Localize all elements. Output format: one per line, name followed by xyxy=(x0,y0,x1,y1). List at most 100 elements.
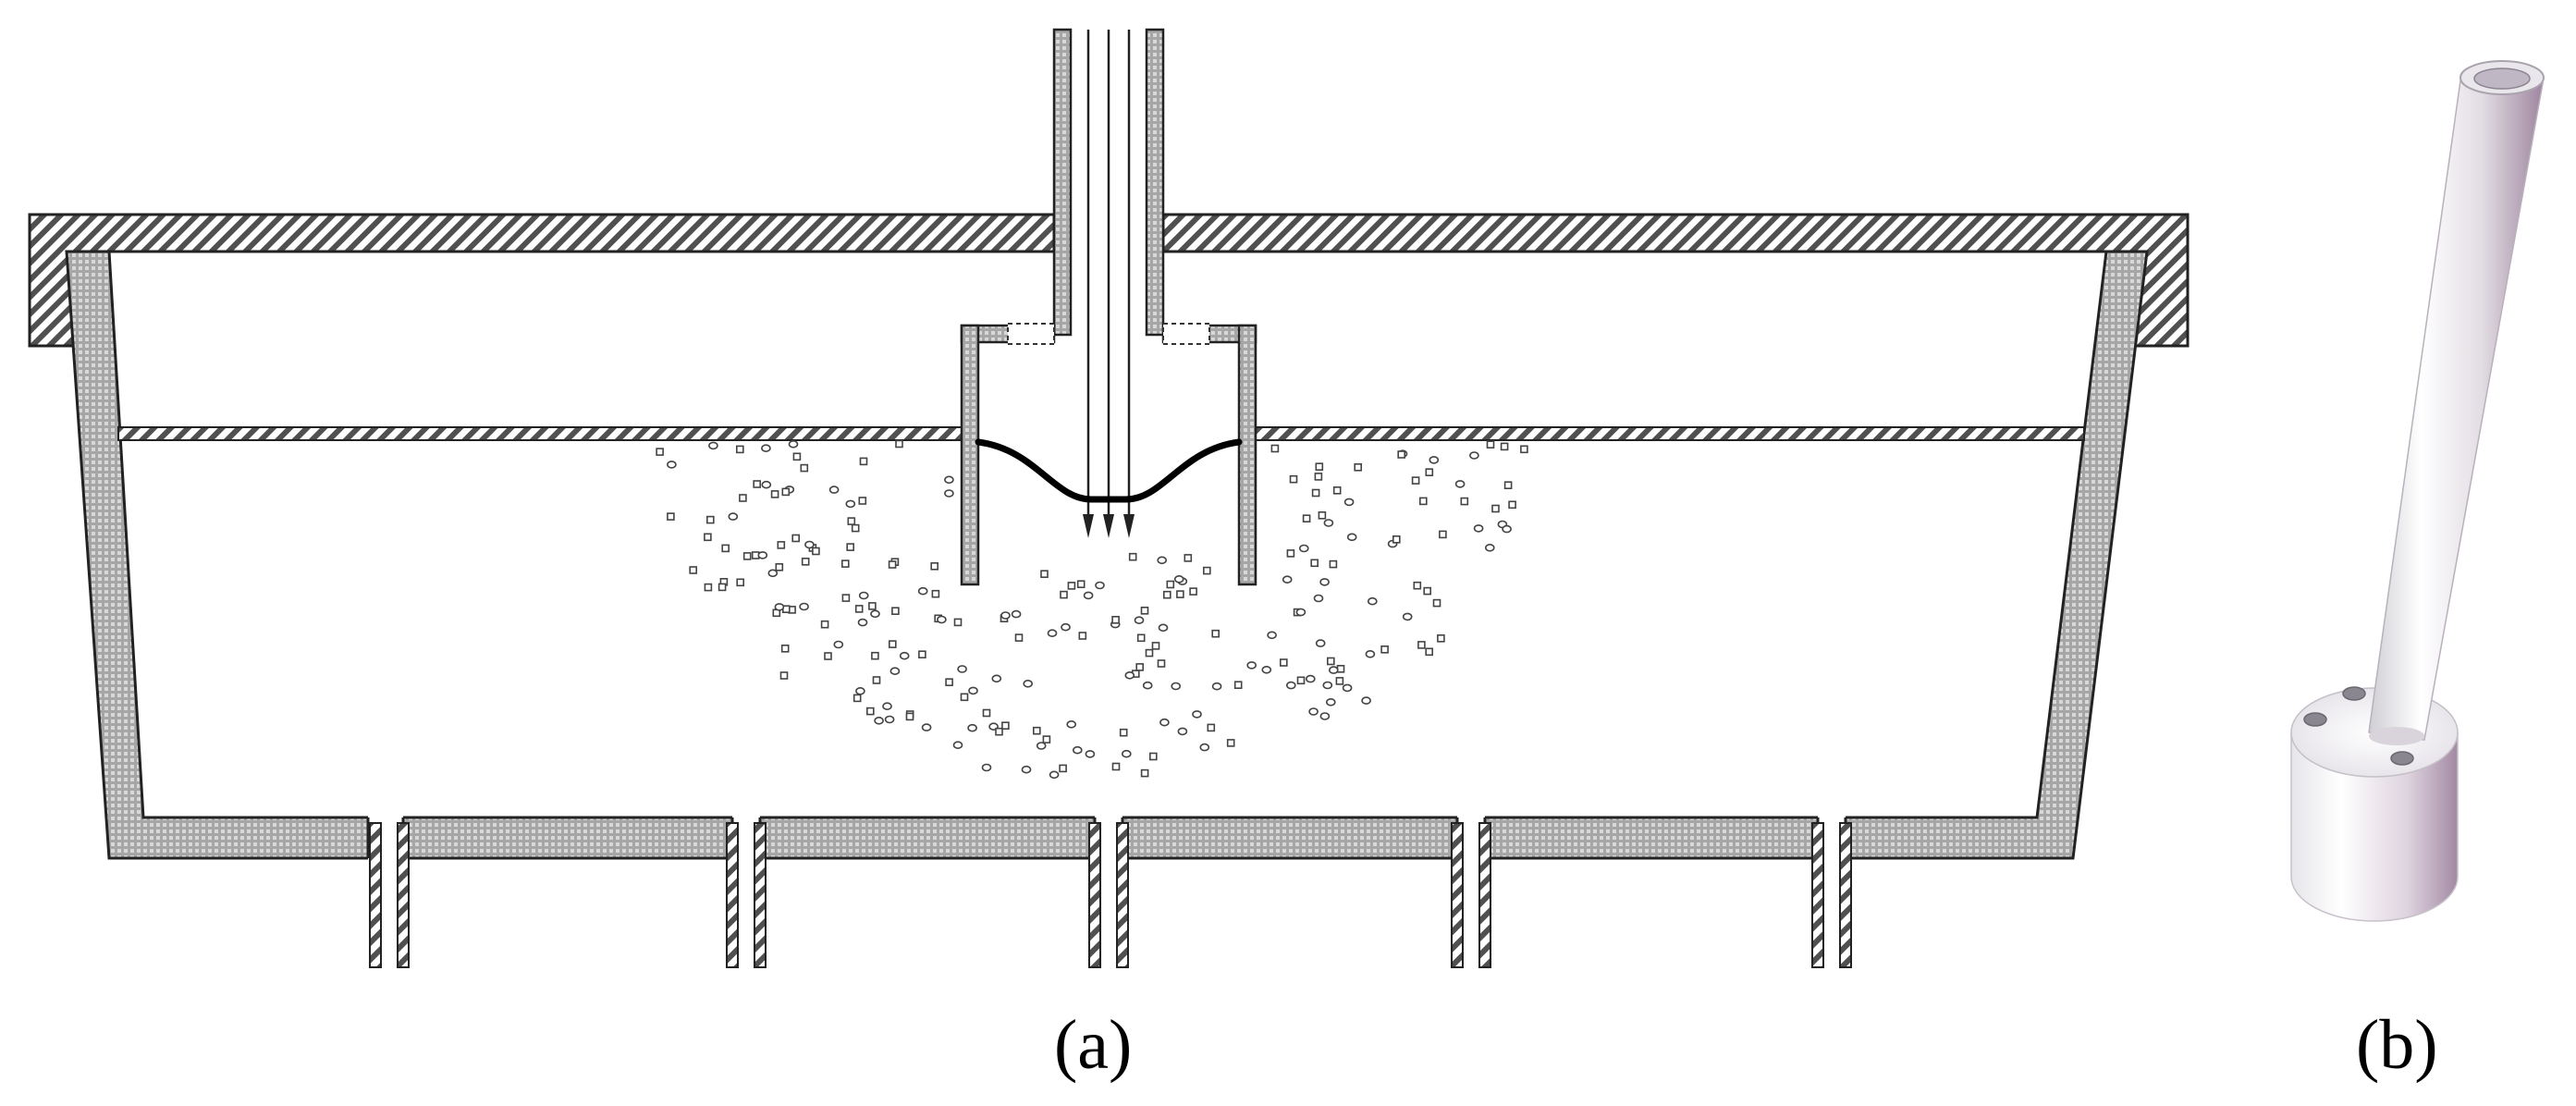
particle-square xyxy=(859,457,868,466)
particle-square xyxy=(1135,663,1144,671)
particle-circle xyxy=(1049,770,1060,780)
hole-icon xyxy=(2390,751,2414,766)
particle-circle xyxy=(1322,681,1333,690)
particle-circle xyxy=(1306,674,1316,683)
particle-square xyxy=(1439,530,1447,539)
particle-square xyxy=(931,589,940,598)
particle-square xyxy=(1503,481,1513,490)
particle-square xyxy=(1437,633,1445,643)
particle-square xyxy=(1163,590,1171,599)
particle-circle xyxy=(761,444,771,453)
particle-square xyxy=(1314,473,1323,481)
particle-square xyxy=(1413,581,1422,590)
particle-circle xyxy=(1157,556,1167,565)
particle-circle xyxy=(1211,682,1222,691)
particle-circle xyxy=(804,540,815,549)
particle-square xyxy=(918,650,926,659)
particle-circle xyxy=(728,512,739,521)
particle-square xyxy=(1149,752,1158,761)
particle-square xyxy=(792,452,802,461)
particle-square xyxy=(1425,468,1434,477)
drain-pipes xyxy=(369,822,1852,968)
particle-circle xyxy=(1085,750,1096,758)
particle-circle xyxy=(857,618,868,627)
particle-circle xyxy=(1142,681,1153,690)
particle-square xyxy=(1417,641,1426,649)
particle-circle xyxy=(667,461,677,469)
particle-circle xyxy=(1315,639,1326,647)
particle-square xyxy=(891,607,900,616)
particle-circle xyxy=(1454,480,1466,488)
particle-square xyxy=(1226,739,1235,747)
particle-circle xyxy=(1047,629,1058,638)
particle-circle xyxy=(944,475,954,485)
particle-circle xyxy=(1323,519,1334,527)
particle-square xyxy=(1520,445,1528,454)
panel-b-nozzle-3d-model xyxy=(2290,60,2545,922)
particle-square xyxy=(1354,462,1362,472)
particle-square xyxy=(1500,442,1509,451)
particle-circle xyxy=(899,651,910,660)
particle-square xyxy=(1425,647,1433,657)
particle-circle xyxy=(1199,743,1210,752)
particle-circle xyxy=(1066,719,1076,729)
particle-square xyxy=(1289,474,1298,484)
particle-circle xyxy=(1308,707,1319,716)
particle-square xyxy=(1207,723,1216,732)
particle-circle xyxy=(917,586,928,596)
particle-square xyxy=(1040,570,1049,579)
particle-circle xyxy=(1502,524,1512,534)
particle-square xyxy=(1392,535,1401,544)
particle-circle xyxy=(1261,665,1272,674)
particle-circle xyxy=(944,489,954,498)
particle-square xyxy=(1311,488,1320,498)
particle-circle xyxy=(788,439,799,449)
particle-square xyxy=(1318,510,1327,520)
particle-square xyxy=(1508,500,1516,510)
particle-circle xyxy=(1313,594,1324,603)
particle-square xyxy=(824,652,832,660)
particle-square xyxy=(718,583,727,592)
particle-square xyxy=(775,562,784,571)
particle-square xyxy=(779,671,789,680)
particle-square xyxy=(1145,648,1154,657)
hole-icon xyxy=(2303,712,2327,727)
nozzle-tube-bore xyxy=(2473,68,2531,90)
particle-circle xyxy=(1429,456,1440,464)
particle-circle xyxy=(1286,681,1296,690)
particle-circle xyxy=(1319,578,1330,586)
particle-square xyxy=(812,547,820,556)
particle-circle xyxy=(1343,498,1355,507)
particle-square xyxy=(1315,462,1324,472)
particle-square xyxy=(800,463,809,473)
particle-circle xyxy=(1246,661,1257,670)
panel-label-b: (b) xyxy=(2356,1006,2438,1084)
particle-circle xyxy=(937,615,947,624)
particle-circle xyxy=(991,674,1002,683)
particle-circle xyxy=(1134,616,1145,625)
particle-circle xyxy=(1342,683,1353,693)
particle-circle xyxy=(957,665,967,673)
particle-square xyxy=(846,543,855,551)
particle-square xyxy=(960,693,969,702)
flow-arrowheads xyxy=(1083,514,1135,538)
particle-square xyxy=(1078,632,1087,640)
inner-baffle xyxy=(117,426,2085,441)
particle-circle xyxy=(1485,543,1495,552)
particle-square xyxy=(841,594,851,602)
nozzle-tube-bottom xyxy=(2369,727,2424,745)
particle-square xyxy=(1157,659,1166,668)
particle-square xyxy=(1184,554,1193,562)
hole-icon xyxy=(2342,686,2366,701)
particle-square xyxy=(1111,615,1120,624)
particle-square xyxy=(982,708,991,718)
particle-square xyxy=(1310,559,1319,568)
particle-square xyxy=(840,559,850,568)
particle-square xyxy=(1033,726,1041,735)
particle-square xyxy=(1411,476,1420,485)
particle-square xyxy=(851,523,860,533)
particle-circle xyxy=(1326,697,1336,707)
flow-lines xyxy=(1086,30,1131,527)
particle-square xyxy=(689,566,698,574)
particle-square xyxy=(721,544,730,553)
